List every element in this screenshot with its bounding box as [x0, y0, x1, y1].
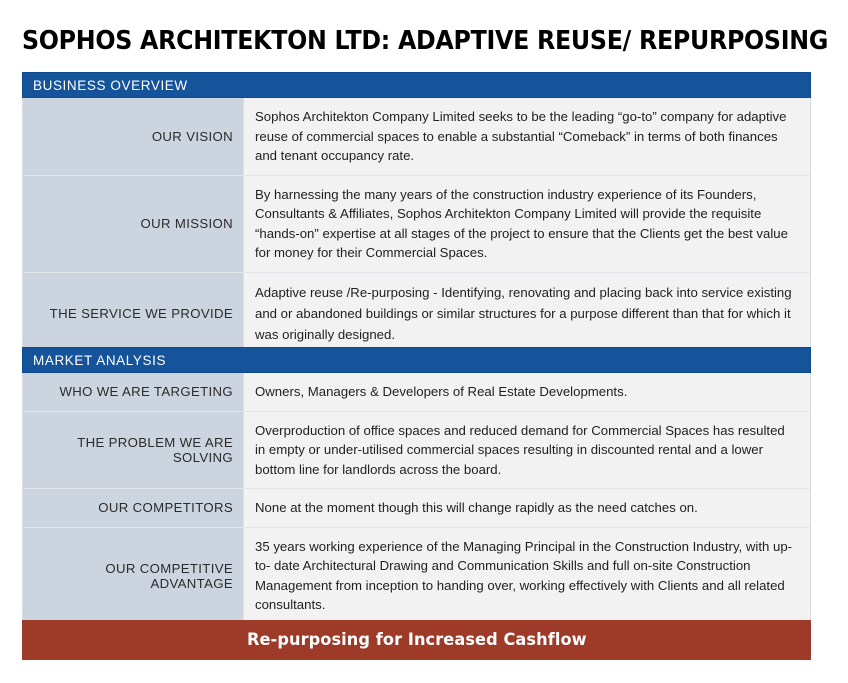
row-label-our-mission: OUR MISSION [23, 175, 243, 272]
table-market-analysis: WHO WE ARE TARGETING Owners, Managers & … [22, 373, 811, 625]
row-body-our-vision: Sophos Architekton Company Limited seeks… [243, 98, 810, 175]
row-label-our-vision: OUR VISION [23, 98, 243, 175]
row-body-the-service-we-provide: Adaptive reuse /Re-purposing - Identifyi… [243, 272, 810, 355]
table-row: THE PROBLEM WE ARE SOLVING Overproductio… [23, 411, 810, 490]
row-label-the-service-we-provide: THE SERVICE WE PROVIDE [23, 272, 243, 355]
row-body-our-mission: By harnessing the many years of the cons… [243, 175, 810, 272]
table-row: OUR VISION Sophos Architekton Company Li… [23, 98, 810, 176]
row-label-our-competitive-advantage: OUR COMPETITIVE ADVANTAGE [23, 527, 243, 624]
row-label-text: WHO WE ARE TARGETING [59, 384, 233, 400]
row-label-our-competitors: OUR COMPETITORS [23, 489, 243, 527]
table-row: THE SERVICE WE PROVIDE Adaptive reuse /R… [23, 272, 810, 355]
row-label-text: OUR MISSION [140, 216, 233, 232]
table-row: OUR COMPETITIVE ADVANTAGE 35 years worki… [23, 527, 810, 624]
section-market-analysis: MARKET ANALYSIS WHO WE ARE TARGETING Own… [22, 347, 811, 625]
section-header-market-analysis: MARKET ANALYSIS [22, 347, 811, 373]
table-row: OUR COMPETITORS None at the moment thoug… [23, 489, 810, 528]
table-business-overview: OUR VISION Sophos Architekton Company Li… [22, 98, 811, 356]
page-title: SOPHOS ARCHITEKTON LTD: ADAPTIVE REUSE/ … [22, 26, 829, 56]
row-body-our-competitive-advantage: 35 years working experience of the Manag… [243, 527, 810, 624]
section-business-overview: BUSINESS OVERVIEW OUR VISION Sophos Arch… [22, 72, 811, 356]
row-label-who-we-are-targeting: WHO WE ARE TARGETING [23, 373, 243, 411]
row-body-who-we-are-targeting: Owners, Managers & Developers of Real Es… [243, 373, 810, 411]
row-label-the-problem-we-are-solving: THE PROBLEM WE ARE SOLVING [23, 411, 243, 489]
section-header-business-overview: BUSINESS OVERVIEW [22, 72, 811, 98]
footer-banner-text: Re-purposing for Increased Cashflow [246, 630, 587, 650]
row-label-text: OUR COMPETITIVE ADVANTAGE [105, 560, 233, 591]
table-row: WHO WE ARE TARGETING Owners, Managers & … [23, 373, 810, 412]
table-row: OUR MISSION By harnessing the many years… [23, 175, 810, 273]
row-body-the-problem-we-are-solving: Overproduction of office spaces and redu… [243, 411, 810, 489]
row-label-text: OUR VISION [151, 128, 233, 144]
row-label-text: THE SERVICE WE PROVIDE [49, 306, 233, 322]
row-label-text: OUR COMPETITORS [98, 500, 233, 516]
footer-banner: Re-purposing for Increased Cashflow [22, 620, 811, 660]
row-label-text: THE PROBLEM WE ARE SOLVING [77, 434, 233, 465]
row-body-our-competitors: None at the moment though this will chan… [243, 489, 810, 527]
